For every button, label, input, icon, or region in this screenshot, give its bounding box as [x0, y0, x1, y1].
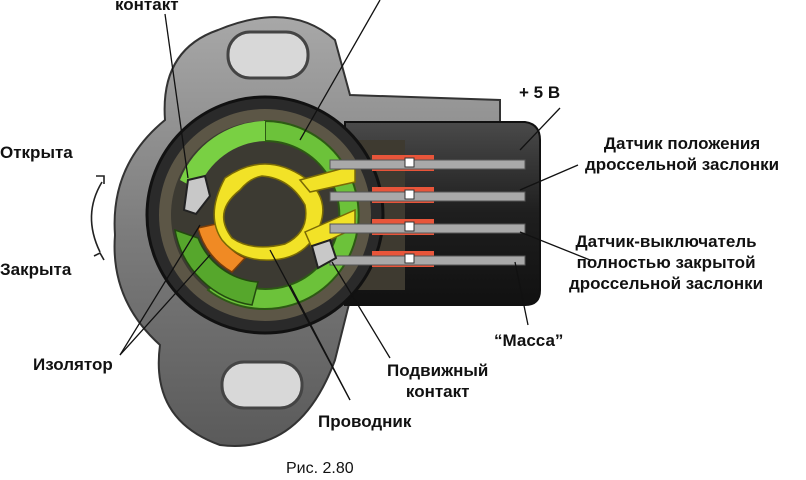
pin-2 — [329, 187, 526, 203]
yellow-conductor-ring — [213, 163, 324, 261]
moving-contact-clip — [310, 238, 338, 270]
top-mount-slot — [226, 30, 310, 80]
pin-3 — [329, 219, 526, 235]
idle-switch-label: Датчик-выключатель полностью закрытой др… — [569, 231, 763, 294]
idle-switch-line1: Датчик-выключатель — [575, 232, 757, 251]
bottom-mount-slot — [220, 360, 304, 410]
closed-position-label: Закрыта — [0, 260, 72, 279]
pin-1 — [329, 155, 526, 171]
fixed-contact-clip — [182, 174, 212, 216]
rotor-assembly — [145, 95, 385, 335]
open-position-label: Открыта — [0, 143, 73, 162]
moving-contact-line2: контакт — [405, 382, 470, 401]
insulator-label: Изолятор — [33, 355, 113, 374]
ground-label: “Масса” — [494, 331, 564, 350]
moving-contact-label: Подвижный контакт — [387, 360, 488, 402]
tps-label: Датчик положения дроссельной заслонки — [585, 133, 779, 175]
rotation-arrow — [90, 175, 105, 261]
moving-contact-line1: Подвижный — [387, 361, 489, 380]
leader-lines — [119, 0, 591, 401]
tps-label-line1: Датчик положения — [603, 134, 761, 153]
idle-switch-line2: полностью закрытой — [576, 253, 756, 272]
idle-switch-line3: дроссельной заслонки — [569, 274, 764, 293]
fixed-contact-label: контакт — [115, 0, 179, 14]
tps-label-line2: дроссельной заслонки — [585, 155, 780, 174]
green-base-arc — [174, 228, 259, 306]
plus-5v-label: + 5 В — [519, 83, 561, 102]
conductor-label: Проводник — [318, 412, 412, 431]
figure-caption: Рис. 2.80 — [286, 460, 354, 477]
